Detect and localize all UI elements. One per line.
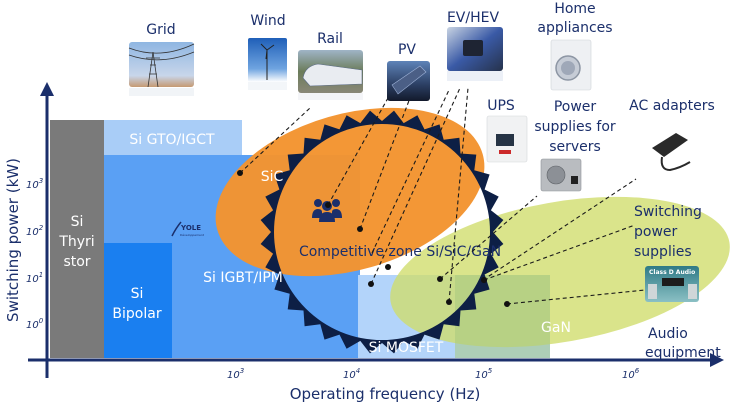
label-si-igbt-ipm: Si IGBT/IPM: [203, 270, 283, 286]
application-ac-adapters: AC adapters: [629, 98, 715, 172]
app-label-smps-line-1: Switching: [634, 204, 702, 220]
y-axis-label: Switching power (kW): [4, 158, 22, 322]
application-ev-hev: EV/HEV: [447, 10, 503, 81]
region-si-thyristor: [50, 120, 104, 358]
application-pv: PV: [387, 42, 430, 101]
application-ups: UPS: [486, 98, 528, 163]
app-label-smps-line-2: power: [634, 224, 678, 240]
y-tick-1e1: 101: [26, 271, 43, 285]
dot-audio: [504, 301, 510, 307]
solar-panel-icon: [391, 65, 427, 95]
region-sic: [215, 107, 485, 277]
label-si-bipolar: Si Bipolar: [112, 286, 161, 322]
connector-lines: [239, 87, 646, 305]
application-audio-equipment: Class D Audio Audio equipment: [645, 266, 721, 361]
label-si-mosfet: Si MOSFET: [369, 340, 444, 356]
connector-smps: [483, 224, 636, 281]
y-tick-labels: 103 102 101 100: [26, 177, 44, 331]
label-thyristor-line-1: Si: [71, 214, 84, 230]
speaker-right-icon: [688, 284, 697, 299]
class-d-audio-badge: Class D Audio: [649, 269, 695, 276]
app-label-ev-hev: EV/HEV: [447, 10, 500, 26]
y-tick-1e2: 102: [26, 224, 44, 238]
app-label-audio-line-2: equipment: [645, 345, 721, 361]
app-label-servers-line-2: supplies for: [534, 119, 616, 135]
speaker-left-icon: [648, 284, 657, 299]
x-tick-labels: 103 104 105 106: [227, 367, 640, 381]
engine-icon: [463, 40, 483, 56]
x-tick-1e3: 103: [227, 367, 244, 381]
dot-pv-1: [325, 202, 331, 208]
application-wind: Wind: [248, 13, 287, 90]
app-label-wind: Wind: [250, 13, 285, 29]
application-server-power-supplies: Power supplies for servers: [534, 99, 616, 192]
connector-pv-2: [359, 97, 411, 230]
connector-ev-2: [370, 87, 461, 285]
x-axis-label: Operating frequency (Hz): [290, 385, 481, 403]
audio-chip-icon: [662, 278, 684, 286]
app-label-grid: Grid: [146, 22, 175, 38]
application-grid: Grid: [128, 22, 195, 96]
gan-mosfet-overlap: [455, 275, 550, 358]
app-label-ups: UPS: [487, 98, 515, 114]
y-tick-1e3: 103: [26, 177, 43, 191]
train-icon: [302, 63, 363, 87]
connector-ev-1: [371, 89, 450, 254]
label-bipolar-line-2: Bipolar: [112, 306, 161, 322]
dot-ev-2: [368, 281, 374, 287]
label-sic: SiC: [261, 169, 284, 185]
axes: [28, 82, 724, 378]
connector-ev-3: [448, 87, 469, 303]
app-label-servers-line-1: Power: [554, 99, 597, 115]
x-tick-1e5: 105: [475, 367, 493, 381]
app-label-servers-line-3: servers: [549, 139, 601, 155]
yole-logo-text: YOLE: [180, 224, 201, 232]
connector-servers: [439, 195, 538, 280]
wind-turbine-icon: [260, 43, 275, 80]
dot-pv-2: [357, 226, 363, 232]
yole-logo: YOLE Développement: [171, 221, 205, 237]
application-switching-power-supplies: Switching power supplies: [634, 204, 702, 260]
label-thyristor-line-3: stor: [63, 254, 90, 270]
y-axis-arrow-icon: [40, 82, 54, 96]
connector-grid: [239, 107, 311, 174]
connector-ac: [482, 178, 637, 281]
app-label-home-line-2: appliances: [537, 20, 612, 36]
region-si-bipolar: [104, 243, 172, 358]
region-si-gto-igct: [104, 120, 242, 155]
app-label-audio-line-1: Audio: [648, 326, 688, 342]
dot-ups: [446, 299, 452, 305]
app-label-pv: PV: [398, 42, 416, 58]
ac-adapter-icon: [652, 133, 691, 172]
connector-audio: [506, 289, 646, 305]
x-tick-1e6: 106: [622, 367, 640, 381]
label-thyristor-line-2: Thyri: [58, 234, 94, 250]
app-label-smps-line-3: supplies: [634, 244, 692, 260]
ups-screen-icon: [496, 134, 514, 146]
dot-smps: [481, 277, 487, 283]
dot-grid: [237, 170, 243, 176]
yole-logo-sub: Développement: [180, 233, 205, 237]
application-rail: Rail: [298, 31, 363, 100]
dot-servers: [437, 276, 443, 282]
grid-image: [129, 42, 194, 87]
label-competitive-zone: Competitive zone Si/SiC/GaN: [299, 244, 501, 260]
application-home-appliances: Home appliances: [537, 1, 613, 91]
psu-fan-icon: [546, 165, 566, 185]
app-label-rail: Rail: [317, 31, 343, 47]
label-bipolar-line-1: Si: [131, 286, 144, 302]
connector-dots: [237, 170, 510, 307]
app-label-ac-adapters: AC adapters: [629, 98, 715, 114]
label-si-thyristor: Si Thyri stor: [58, 214, 94, 270]
label-gan: GaN: [541, 320, 571, 336]
pylon-icon: [128, 43, 195, 88]
x-tick-1e4: 104: [343, 367, 360, 381]
dot-ev-1: [385, 264, 391, 270]
label-si-gto-igct: Si GTO/IGCT: [129, 132, 215, 148]
y-tick-1e0: 100: [26, 317, 44, 331]
x-axis-arrow-icon: [710, 353, 724, 367]
app-label-home-line-1: Home: [554, 1, 595, 17]
